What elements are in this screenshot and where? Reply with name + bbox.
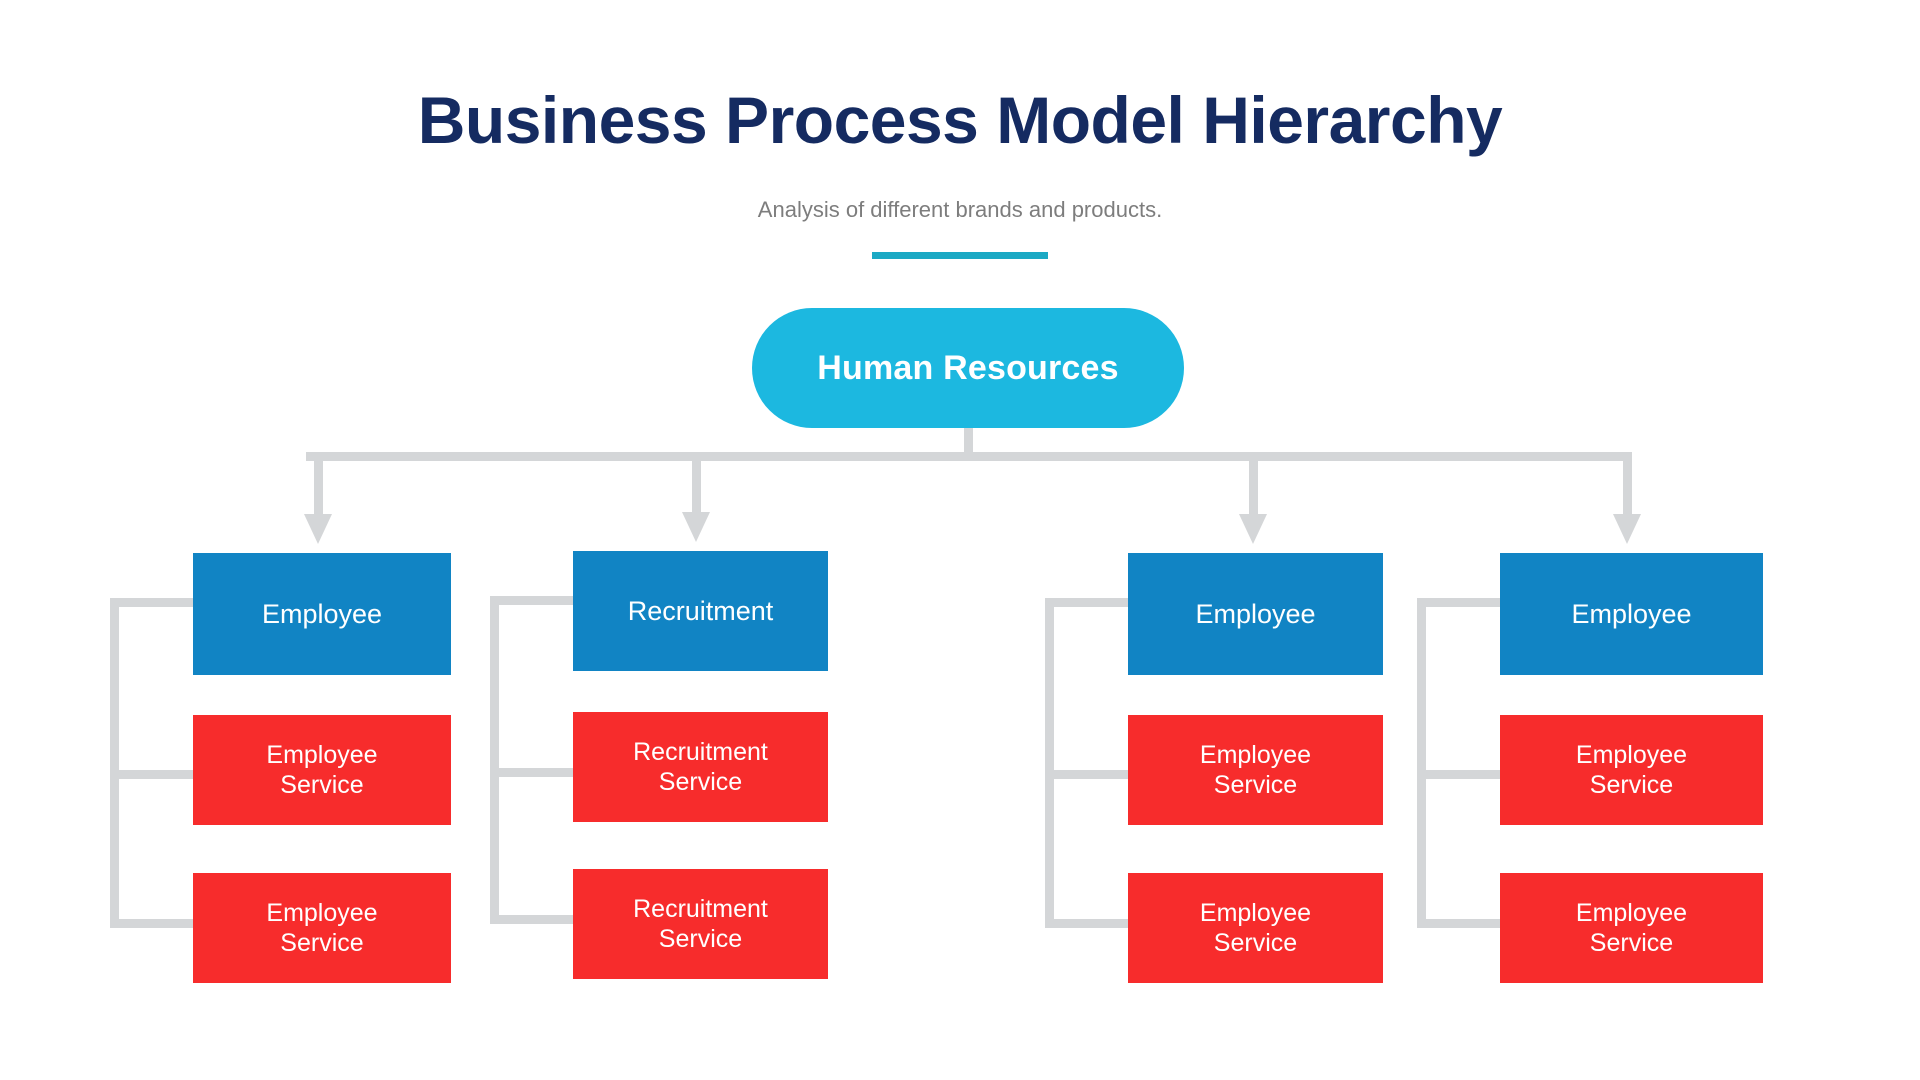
node-col4-child2[interactable]: Employee Service [1500,873,1763,983]
bracket-stub-2-child1 [490,768,575,777]
connector-drop-4 [1623,456,1632,516]
bracket-stub-3-child1 [1045,770,1130,779]
bracket-spine-4 [1417,598,1426,928]
arrowhead-2 [682,512,710,542]
accent-divider [872,252,1048,259]
node-col4-head-label: Employee [1571,598,1692,629]
line-1: Employee [1575,740,1688,769]
line-2: Service [280,929,364,957]
node-col4-child1-label: Employee Service [1576,740,1687,801]
node-col1-head[interactable]: Employee [193,553,451,675]
node-col4-child1[interactable]: Employee Service [1500,715,1763,825]
node-col2-child2-label: Recruitment Service [633,894,768,955]
arrowhead-1 [304,514,332,544]
line-2: Service [280,771,364,799]
arrowhead-4 [1613,514,1641,544]
connector-drop-1 [314,456,323,516]
line-1: Recruitment [633,894,768,923]
line-1: Employee [1199,898,1312,927]
connector-drop-2 [692,456,701,514]
bracket-stub-1-head [110,598,195,607]
connector-horizontal-bus [306,452,1632,461]
node-col1-child1-label: Employee Service [266,740,377,801]
line-1: Employee [1199,740,1312,769]
bracket-stub-3-head [1045,598,1130,607]
page-subtitle: Analysis of different brands and product… [757,197,1163,222]
bracket-stub-1-child1 [110,770,195,779]
node-col3-child2-label: Employee Service [1200,898,1311,959]
bracket-stub-4-child2 [1417,919,1502,928]
line-1: Employee [1575,898,1688,927]
line-1: Employee [266,740,378,769]
arrowhead-3 [1239,514,1267,544]
line-1: Employee [266,898,378,927]
bracket-stub-4-head [1417,598,1502,607]
line-2: Service [658,925,743,953]
page-title: Business Process Model Hierarchy [417,83,1503,157]
node-col4-head[interactable]: Employee [1500,553,1763,675]
node-col3-head[interactable]: Employee [1128,553,1383,675]
node-col2-child1-label: Recruitment Service [633,737,768,798]
line-2: Service [1213,929,1298,957]
node-col2-child1[interactable]: Recruitment Service [573,712,828,822]
node-col3-child1-label: Employee Service [1200,740,1311,801]
node-col2-child2[interactable]: Recruitment Service [573,869,828,979]
bracket-stub-2-child2 [490,915,575,924]
bracket-spine-3 [1045,598,1054,928]
line-2: Service [1589,771,1674,799]
node-col4-child2-label: Employee Service [1576,898,1687,959]
node-col3-head-label: Employee [1195,598,1316,629]
connector-drop-3 [1249,456,1258,516]
line-2: Service [1213,771,1298,799]
node-root-human-resources[interactable]: Human Resources [752,308,1184,428]
node-col1-head-label: Employee [261,598,383,629]
node-col1-child2-label: Employee Service [266,898,377,959]
node-col1-child1[interactable]: Employee Service [193,715,451,825]
bracket-stub-2-head [490,596,575,605]
node-col1-child2[interactable]: Employee Service [193,873,451,983]
bracket-stub-3-child2 [1045,919,1130,928]
node-root-label: Human Resources [817,348,1119,387]
line-1: Recruitment [633,737,768,766]
node-col2-head-label: Recruitment [627,595,774,626]
line-2: Service [1589,929,1674,957]
node-col3-child1[interactable]: Employee Service [1128,715,1383,825]
line-2: Service [658,768,743,796]
connector-root-stem [964,428,973,456]
bracket-stub-4-child1 [1417,770,1502,779]
bracket-spine-1 [110,598,119,928]
bracket-stub-1-child2 [110,919,195,928]
node-col3-child2[interactable]: Employee Service [1128,873,1383,983]
bracket-spine-2 [490,596,499,924]
node-col2-head[interactable]: Recruitment [573,551,828,671]
